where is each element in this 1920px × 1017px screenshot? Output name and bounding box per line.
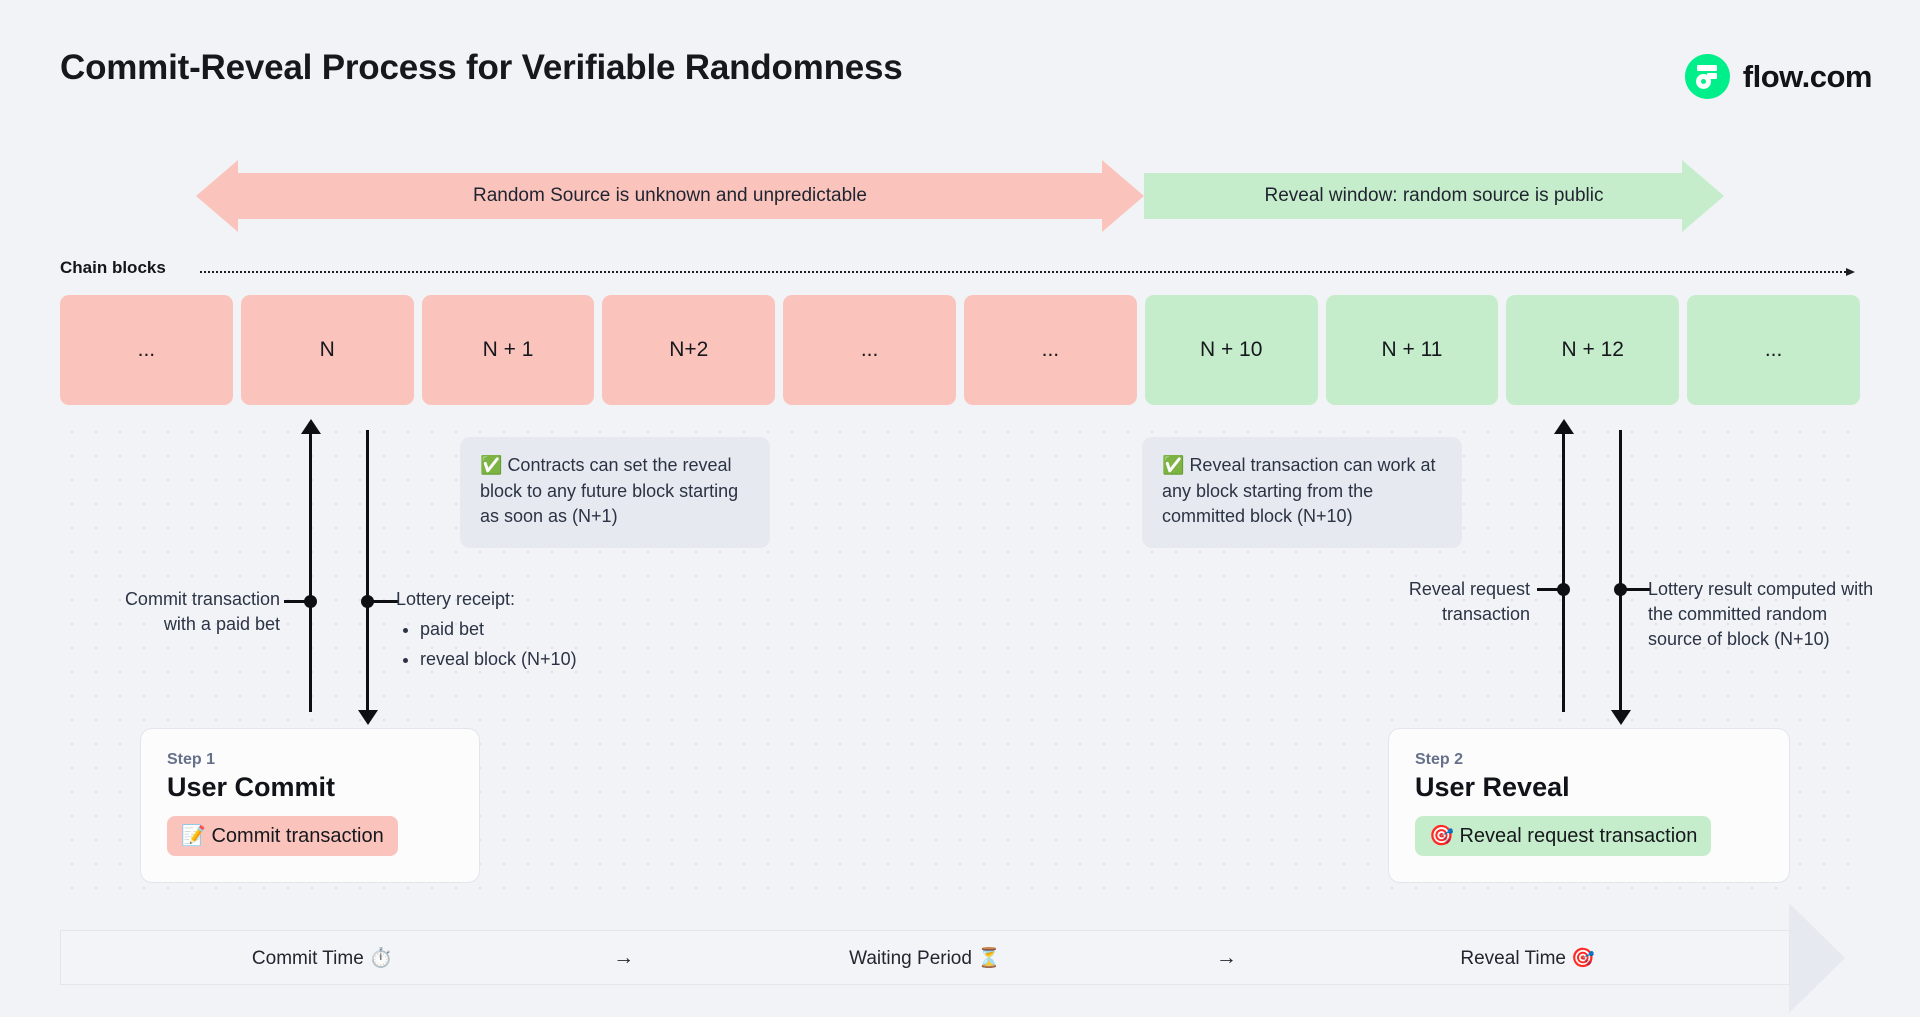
- commit-transaction-pill-label: Commit transaction: [211, 825, 384, 847]
- receipt-connector-node: [361, 595, 374, 608]
- step-title: User Reveal: [1415, 772, 1570, 802]
- stopwatch-icon: ⏱️: [369, 947, 393, 969]
- chain-block[interactable]: ...: [963, 295, 1137, 405]
- flow-logo-icon: [1684, 54, 1730, 99]
- reveal-request-pill-label: Reveal request transaction: [1459, 825, 1698, 847]
- chain-blocks-label: Chain blocks: [60, 258, 166, 277]
- timeline-bar: Commit Time ⏱️ → Waiting Period ⏳ → Reve…: [60, 930, 1790, 985]
- annotation-commit-transaction: Commit transaction with a paid bet: [90, 587, 280, 637]
- reveal-connector-node: [1557, 583, 1570, 596]
- timeline-segment-commit: Commit Time ⏱️: [61, 946, 584, 970]
- page-title: Commit-Reveal Process for Verifiable Ran…: [60, 48, 903, 87]
- chain-block[interactable]: ...: [783, 295, 956, 405]
- annotation-lottery-receipt-title: Lottery receipt:: [396, 589, 516, 609]
- step-kicker: Step 2: [1415, 751, 1464, 768]
- step-kicker: Step 1: [167, 751, 216, 768]
- chain-block-row: ... N N + 1 N+2 ... ... N + 10 N + 11 N …: [60, 295, 1860, 405]
- commit-transaction-pill[interactable]: 📝 Commit transaction: [167, 816, 398, 856]
- chain-block[interactable]: N + 12: [1506, 295, 1680, 405]
- hourglass-icon: ⏳: [977, 947, 1001, 969]
- callout-text: Contracts can set the reveal block to an…: [480, 455, 739, 527]
- banner-unknown-window: Random Source is unknown and unpredictab…: [196, 160, 1144, 232]
- reveal-connector-stub: [1537, 588, 1565, 591]
- callout-text: Reveal transaction can work at any block…: [1162, 455, 1436, 527]
- check-icon: ✅: [1162, 455, 1185, 475]
- chain-block[interactable]: N + 1: [421, 295, 595, 405]
- commit-connector-up: [300, 419, 321, 712]
- reveal-connector-up: [1553, 419, 1574, 712]
- banner-unknown-label: Random Source is unknown and unpredictab…: [473, 185, 867, 206]
- chain-block[interactable]: N + 10: [1144, 295, 1318, 405]
- receipt-connector-stub: [370, 600, 398, 603]
- timeline-separator: →: [613, 945, 635, 969]
- callout-contracts-reveal-block: ✅ Contracts can set the reveal block to …: [460, 437, 770, 548]
- annotation-lottery-result-text: Lottery result computed with the committ…: [1648, 579, 1874, 649]
- chain-block[interactable]: N: [240, 295, 414, 405]
- lottery-receipt-list: paid bet reveal block (N+10): [396, 617, 676, 672]
- check-icon: ✅: [480, 455, 503, 475]
- timeline-separator: →: [1215, 945, 1237, 969]
- timeline-segment-reveal: Reveal Time 🎯: [1266, 946, 1789, 970]
- annotation-reveal-request-text: Reveal request transaction: [1408, 579, 1530, 624]
- annotation-commit-transaction-text: Commit transaction with a paid bet: [124, 589, 280, 634]
- timeline-arrow-head: [1789, 903, 1845, 1013]
- annotation-reveal-request: Reveal request transaction: [1340, 577, 1530, 627]
- list-item: reveal block (N+10): [420, 647, 676, 672]
- timeline-segment-reveal-label: Reveal Time: [1460, 947, 1566, 969]
- timeline-segment-waiting-label: Waiting Period: [849, 947, 972, 969]
- banner-reveal-label: Reveal window: random source is public: [1264, 185, 1604, 206]
- list-item: paid bet: [420, 617, 676, 642]
- commit-connector-stub: [284, 600, 312, 603]
- step-card-user-reveal[interactable]: Step 2 User Reveal 🎯 Reveal request tran…: [1388, 728, 1790, 883]
- brand-logo: flow.com: [1684, 54, 1873, 99]
- chain-block[interactable]: N+2: [602, 295, 776, 405]
- timeline-segment-commit-label: Commit Time: [251, 947, 364, 969]
- timeline-segment-waiting: Waiting Period ⏳: [664, 946, 1187, 970]
- reveal-request-pill[interactable]: 🎯 Reveal request transaction: [1415, 816, 1712, 856]
- commit-connector-node: [304, 595, 317, 608]
- result-connector-stub: [1623, 588, 1651, 591]
- result-connector-down: [1610, 430, 1631, 725]
- step-title: User Commit: [167, 772, 336, 802]
- annotation-lottery-result: Lottery result computed with the committ…: [1648, 577, 1883, 651]
- brand-name: flow.com: [1742, 58, 1873, 94]
- banner-reveal-window: Reveal window: random source is public: [1144, 160, 1724, 232]
- chain-axis-line: [200, 268, 1855, 276]
- callout-reveal-transaction-window: ✅ Reveal transaction can work at any blo…: [1142, 437, 1462, 548]
- banner-row: Random Source is unknown and unpredictab…: [0, 160, 1920, 232]
- chain-block[interactable]: ...: [1687, 295, 1860, 405]
- annotation-lottery-receipt: Lottery receipt: paid bet reveal block (…: [396, 587, 676, 671]
- memo-icon: 📝: [181, 825, 206, 847]
- chain-block[interactable]: N + 11: [1325, 295, 1499, 405]
- target-icon: 🎯: [1571, 947, 1595, 969]
- result-connector-node: [1614, 583, 1627, 596]
- receipt-connector-down: [357, 430, 378, 725]
- step-card-user-commit[interactable]: Step 1 User Commit 📝 Commit transaction: [140, 728, 480, 883]
- target-icon: 🎯: [1429, 825, 1454, 847]
- chain-block[interactable]: ...: [60, 295, 233, 405]
